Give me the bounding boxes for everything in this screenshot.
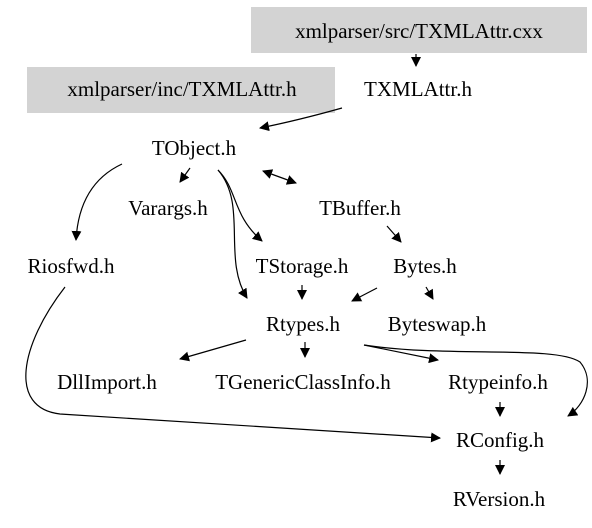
edges [25, 54, 588, 475]
edge-tobject-to-varargs [179, 167, 191, 183]
node-varargs[interactable]: Varargs.h [128, 196, 208, 220]
node-rtypeinfo[interactable]: Rtypeinfo.h [448, 370, 548, 394]
node-rconfig[interactable]: RConfig.h [456, 428, 545, 452]
edge-rtypes-to-rtypeinfo [363, 344, 439, 364]
edge-txmlattr-to-tobject [259, 107, 343, 132]
edge-tobject-tbuffer [262, 169, 297, 185]
node-bytes[interactable]: Bytes.h [393, 254, 457, 278]
node-riosfwd[interactable]: Riosfwd.h [28, 254, 115, 278]
node-rversion[interactable]: RVersion.h [453, 487, 546, 511]
edge-riosfwd-to-rconfig [25, 286, 441, 443]
edge-rtypes-to-dllimport [179, 339, 247, 362]
edge-tobject-to-rtypes [217, 169, 248, 299]
node-txmlattr-inc[interactable]: xmlparser/inc/TXMLAttr.h [67, 77, 297, 101]
edge-bytes-to-rtypes [351, 287, 378, 302]
edge-rtypes-to-rconfig [363, 344, 588, 417]
edge-tobject-to-riosfwd [71, 163, 123, 241]
node-dllimport[interactable]: DllImport.h [57, 370, 157, 394]
node-byteswap[interactable]: Byteswap.h [388, 312, 487, 336]
node-tbuffer[interactable]: TBuffer.h [319, 196, 401, 220]
node-box-txmlattr-inc [27, 67, 335, 113]
node-rtypes[interactable]: Rtypes.h [266, 312, 341, 336]
node-txmlattr-h[interactable]: TXMLAttr.h [364, 77, 472, 101]
node-labels: xmlparser/src/TXMLAttr.cxx xmlparser/inc… [28, 19, 549, 511]
node-txmlattr-cxx[interactable]: xmlparser/src/TXMLAttr.cxx [295, 19, 543, 43]
edge-tbuffer-to-bytes [386, 225, 402, 243]
node-tstorage[interactable]: TStorage.h [256, 254, 349, 278]
edge-bytes-to-byteswap [424, 286, 434, 300]
node-box-txmlattr-cxx [251, 7, 587, 53]
node-tobject[interactable]: TObject.h [152, 136, 237, 160]
node-tgenericclassinfo[interactable]: TGenericClassInfo.h [215, 370, 391, 394]
